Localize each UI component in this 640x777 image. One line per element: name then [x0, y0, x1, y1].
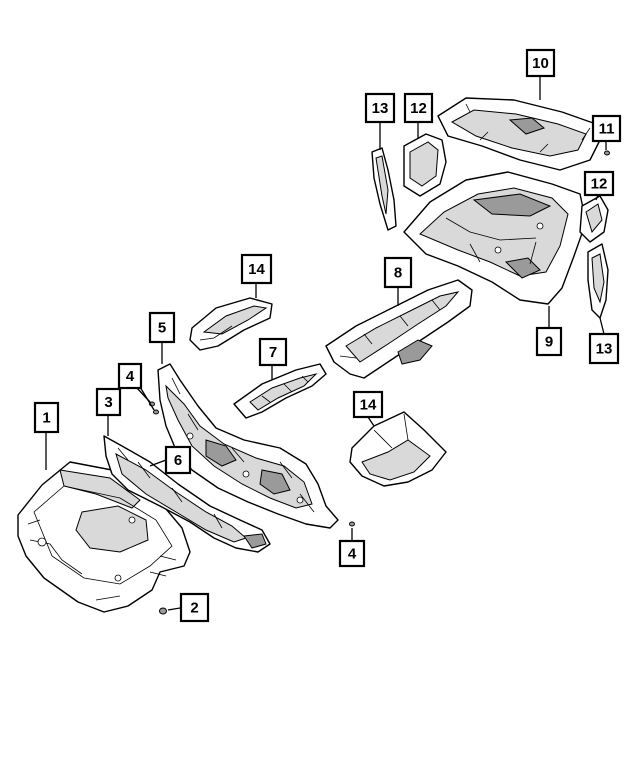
callout-6: 6 — [164, 445, 192, 475]
callout-4-lower-label: 4 — [348, 546, 357, 563]
callout-8-label: 8 — [394, 265, 402, 282]
part-3-dash-insulator-lower — [103, 435, 271, 553]
callout-7: 7 — [258, 337, 288, 367]
callout-14-left: 14 — [240, 253, 273, 285]
callout-9: 9 — [535, 326, 563, 357]
callout-5-label: 5 — [158, 320, 166, 337]
callout-6-label: 6 — [174, 452, 182, 469]
callout-3: 3 — [95, 387, 122, 417]
callout-12-upper-label: 12 — [410, 100, 427, 117]
callout-14-right: 14 — [352, 390, 384, 419]
callout-4-upper-label: 4 — [126, 368, 135, 385]
callout-5: 5 — [148, 311, 176, 344]
callout-14-right-label: 14 — [360, 397, 377, 414]
callout-7-label: 7 — [269, 344, 277, 361]
part-14-right-insulator — [349, 411, 447, 487]
callout-11: 11 — [591, 114, 622, 143]
callout-12-upper: 12 — [403, 92, 434, 124]
part-9-rear-floor-insulator — [403, 171, 587, 305]
callout-13-lower: 13 — [588, 332, 620, 365]
part-14-left-insulator — [189, 297, 273, 351]
leader-lines — [45, 76, 607, 611]
callout-9-label: 9 — [545, 334, 553, 351]
callout-13-upper: 13 — [364, 92, 396, 124]
part-2-push-pin — [159, 607, 167, 615]
callout-10: 10 — [525, 48, 556, 78]
part-11-fastener — [604, 150, 610, 156]
part-12-left-panel — [403, 133, 447, 197]
part-5-6-dash-silencer — [157, 363, 339, 529]
callout-2: 2 — [179, 592, 210, 623]
callout-4-lower: 4 — [338, 539, 366, 568]
callout-3-label: 3 — [104, 394, 112, 411]
callout-4-upper: 4 — [117, 362, 143, 390]
callout-1-label: 1 — [42, 410, 50, 427]
callout-12-lower-label: 12 — [591, 176, 608, 193]
callout-1: 1 — [33, 401, 60, 434]
part-4-pins — [149, 401, 355, 527]
part-12-right-panel — [579, 195, 609, 243]
part-13-left-strip — [371, 147, 397, 231]
part-10-rear-shelf-insulator — [437, 97, 601, 171]
callout-13-lower-label: 13 — [596, 341, 613, 358]
callout-2-label: 2 — [190, 600, 198, 617]
callout-13-upper-label: 13 — [372, 100, 389, 117]
callout-12-lower: 12 — [583, 170, 615, 197]
callout-14-left-label: 14 — [248, 261, 265, 278]
callout-8: 8 — [383, 256, 413, 289]
callout-11-label: 11 — [599, 121, 615, 138]
callout-10-label: 10 — [532, 55, 549, 72]
part-7-tunnel-insulator — [233, 363, 327, 419]
part-13-right-strip — [587, 243, 609, 319]
part-8-tunnel-insulator — [325, 279, 473, 379]
